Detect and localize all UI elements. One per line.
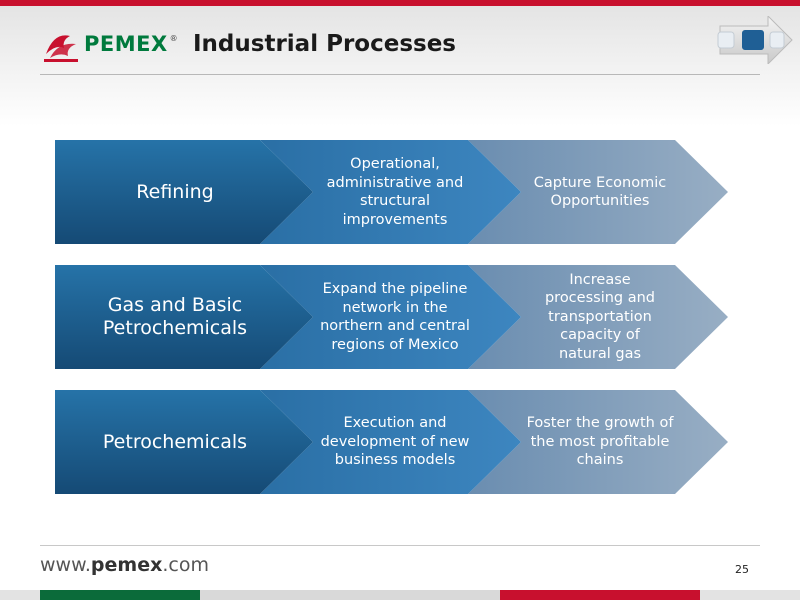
process-row-gas-basic-petrochemicals: Gas and Basic Petrochemicals Expand the … [55, 265, 730, 369]
row-chevrons [55, 390, 728, 494]
category-label: Refining [136, 180, 214, 203]
strategy-label: Expand the pipeline network in the north… [320, 281, 470, 353]
footer-url[interactable]: www.pemex.com [40, 554, 209, 576]
process-row-refining: Refining Operational, administrative and… [55, 140, 730, 244]
header-background [0, 6, 800, 126]
page-number: 25 [735, 563, 749, 576]
strategy-label: Execution and development of new busines… [320, 415, 470, 469]
bottom-color-bar [0, 590, 800, 600]
goal-label: Foster the growth of the most profitable… [526, 415, 674, 469]
goal-label: Increase processing and transportation c… [544, 271, 656, 362]
strategy-label: Operational, administrative and structur… [326, 156, 464, 228]
goal-label: Capture Economic Opportunities [533, 174, 667, 210]
pemex-logo [44, 35, 78, 62]
process-row-petrochemicals: Petrochemicals Execution and development… [55, 390, 730, 494]
category-label: Gas and Basic Petrochemicals [102, 294, 248, 339]
brand-wordmark: PEMEX® [84, 32, 179, 56]
row-chevrons [55, 140, 728, 244]
row-chevrons [55, 265, 728, 369]
footer-divider [40, 545, 760, 546]
category-label: Petrochemicals [102, 430, 248, 453]
title-divider [40, 74, 760, 75]
nav-arrow-icon [717, 16, 793, 64]
top-red-bar [0, 0, 800, 6]
page-title: Industrial Processes [193, 31, 456, 57]
